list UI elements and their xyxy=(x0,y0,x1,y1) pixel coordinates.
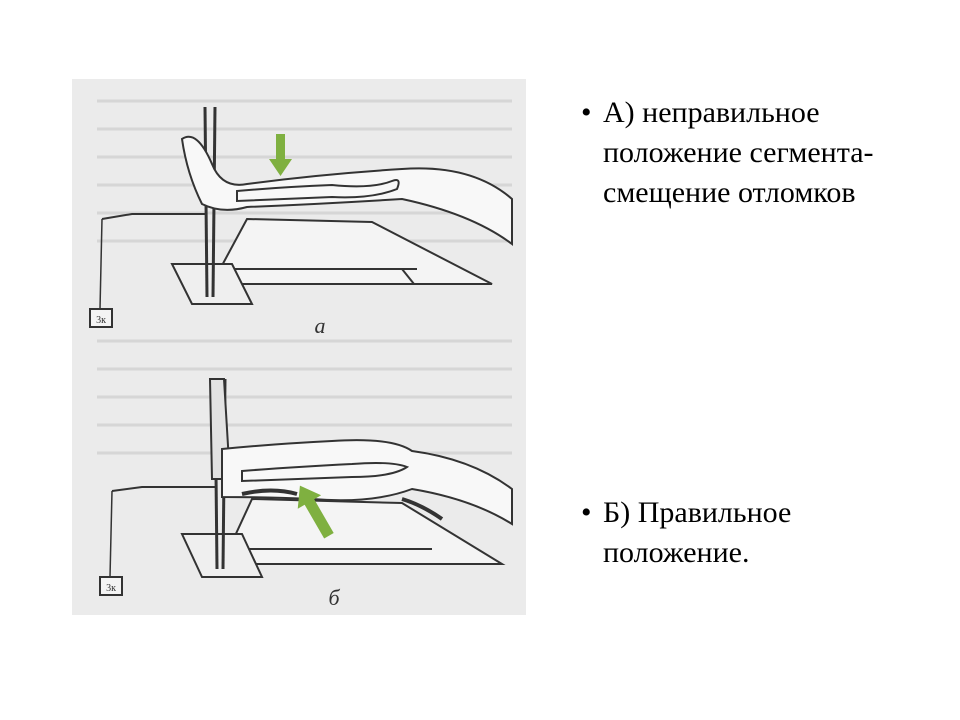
traction-drawing: 3к a xyxy=(89,99,513,610)
bone-aligned-b xyxy=(241,462,410,483)
weight-label-a: 3к xyxy=(96,315,106,326)
traction-diagram: 3к a xyxy=(72,79,526,615)
splint-board-a xyxy=(210,217,493,285)
panel-a xyxy=(89,99,513,328)
weight-block-b xyxy=(99,576,123,596)
bullet-item-b: • Б) Правильное положение. xyxy=(581,493,923,573)
background-text-lines-b xyxy=(97,339,512,455)
weight-cord-b xyxy=(109,490,113,578)
panel-label-b: б xyxy=(328,585,340,610)
weight-cord-a xyxy=(99,218,103,310)
bullet-text-b: Б) Правильное положение. xyxy=(603,496,792,569)
bullet-item-a: • А) неправильное положение сегмента-сме… xyxy=(581,93,923,213)
panel-label-a: a xyxy=(315,313,326,338)
bullet-marker: • xyxy=(581,96,592,129)
traction-wire-a xyxy=(101,213,207,220)
leg-outline-a xyxy=(180,135,513,246)
traction-wire-b xyxy=(111,486,217,492)
arrow-down-icon xyxy=(269,134,292,176)
weight-label-b: 3к xyxy=(106,583,116,594)
weight-block-a xyxy=(89,308,113,328)
bone-fragments-a xyxy=(236,179,400,203)
bullet-marker: • xyxy=(581,496,592,529)
splint-board-b xyxy=(220,497,506,565)
panel-b xyxy=(97,339,513,596)
bullet-text-a: А) неправильное положение сегмента-смеще… xyxy=(603,96,874,209)
arrow-up-icon xyxy=(297,485,334,539)
